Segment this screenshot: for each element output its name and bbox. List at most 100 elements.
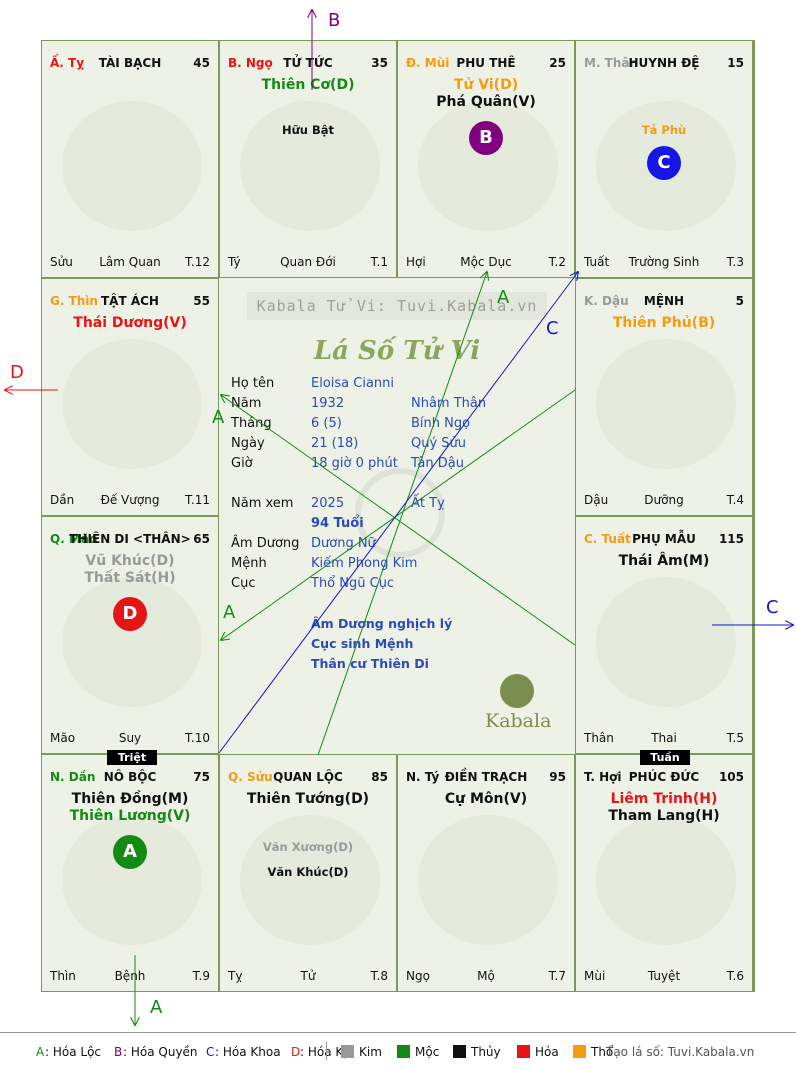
tree-logo-icon (500, 674, 534, 708)
palace-branch: Ngọ (406, 969, 430, 983)
element-name: Thủy (471, 1045, 501, 1059)
palace-term: T.12 (185, 255, 210, 269)
center-info-panel: Kabala Tử Vi: Tuvi.Kabala.vn Lá Số Tử Vi… (219, 278, 575, 754)
palace-name: MỆNH (643, 294, 685, 308)
legend-hoa-letter: D (291, 1045, 301, 1059)
palace-age: 85 (371, 770, 388, 784)
life-stage: Tử (300, 969, 316, 983)
info-value: 94 Tuổi (311, 516, 364, 531)
info-value: Kiếm Phong Kim (311, 556, 418, 571)
info-value: 18 giờ 0 phút (311, 456, 398, 471)
palace-branch: Thìn (50, 969, 76, 983)
info-label: Mệnh (231, 556, 267, 571)
arrow-label-c-top: C (546, 318, 559, 339)
palace-name: TÀI BẠCH (98, 56, 162, 70)
element-swatch (341, 1045, 354, 1058)
palace-branch: Sửu (50, 255, 73, 269)
palace-age: 55 (193, 294, 210, 308)
life-stage: Thai (651, 731, 677, 745)
palace-term: T.11 (185, 493, 210, 507)
info-can-chi: Quý Sửu (411, 436, 467, 451)
hoa-badge-a: A (113, 835, 147, 869)
minor-star: Hữu Bật (281, 123, 335, 137)
zodiac-watermark (418, 815, 558, 945)
legend-hoa-letter: B (114, 1045, 123, 1059)
palace-branch: Thân (584, 731, 614, 745)
tuan-tag: Tuần (640, 750, 690, 765)
major-star: Cự Môn(V) (444, 791, 528, 807)
palace-term: T.7 (548, 969, 566, 983)
major-star: Thiên Tướng(D) (246, 791, 370, 807)
zodiac-watermark (596, 815, 736, 945)
palace-name: HUYNH ĐỆ (628, 56, 700, 70)
arrow-label-a-out: A (150, 997, 163, 1018)
palace-term: T.3 (726, 255, 744, 269)
major-star: Vũ Khúc(D) (85, 553, 175, 569)
arrow-label-a-left-upper: A (212, 407, 225, 428)
palace-term: T.6 (726, 969, 744, 983)
major-star: Tham Lang(H) (608, 808, 720, 824)
palace-stem-branch: Q. Mão (50, 532, 98, 546)
info-label: Âm Dương (231, 536, 300, 551)
palace-term: T.5 (726, 731, 744, 745)
palace-age: 75 (193, 770, 210, 784)
palace-age: 25 (549, 56, 566, 70)
life-stage: Lâm Quan (99, 255, 161, 269)
element-swatch (453, 1045, 466, 1058)
palace-name: THIÊN DI <THÂN> (69, 532, 191, 546)
info-value: 2025 (311, 496, 345, 511)
arrow-label-b-out: B (328, 10, 341, 31)
zodiac-watermark (240, 815, 380, 945)
palace-branch: Mão (50, 731, 76, 745)
major-star: Thiên Cơ(D) (261, 77, 355, 93)
palace-name: PHÚC ĐỨC (628, 770, 700, 784)
major-star: Thái Dương(V) (73, 315, 187, 331)
palace-age: 105 (718, 770, 744, 784)
major-star: Phá Quân(V) (436, 94, 536, 110)
hoa-badge-c: C (647, 146, 681, 180)
palace-name: TẬT ÁCH (101, 294, 159, 308)
palace-name: NÔ BỘC (103, 770, 157, 784)
palace-stem-branch: T. Hợi (584, 770, 622, 784)
palace-stem-branch: Đ. Mùi (406, 56, 450, 70)
legend-hoa-text: : Hóa Khoa (215, 1045, 281, 1059)
element-name: Mộc (415, 1045, 440, 1059)
arrow-label-a-left-lower: A (223, 602, 236, 623)
info-label: Giờ (231, 456, 253, 471)
info-value: Eloisa Cianni (311, 376, 395, 391)
hoa-badge-b: B (469, 121, 503, 155)
life-stage: Mộ (477, 969, 495, 983)
palace-branch: Mùi (584, 969, 606, 983)
life-stage: Suy (118, 731, 142, 745)
legend-hoa-text: : Hóa Kị (300, 1045, 347, 1059)
element-name: Hỏa (535, 1045, 559, 1059)
major-star: Thiên Phủ(B) (612, 315, 716, 331)
palace-term: T.9 (192, 969, 210, 983)
palace-branch: Dậu (584, 493, 609, 507)
palace-stem-branch: G. Thìn (50, 294, 98, 308)
palace-stem-branch: M. Thân (584, 56, 639, 70)
legend-divider (326, 1042, 327, 1060)
minor-star: Văn Khúc(D) (267, 865, 349, 879)
minor-star: Văn Xương(D) (262, 840, 354, 854)
palace-term: T.4 (726, 493, 744, 507)
chart-note: Âm Dương nghịch lý (311, 616, 453, 631)
minor-star: Tả Phù (641, 123, 687, 137)
zodiac-watermark (596, 339, 736, 469)
triet-tag: Triệt (107, 750, 157, 765)
palace-age: 65 (193, 532, 210, 546)
major-star: Thiên Đồng(M) (71, 791, 189, 807)
arrow-label-c-out: C (766, 597, 779, 618)
element-swatch (573, 1045, 586, 1058)
